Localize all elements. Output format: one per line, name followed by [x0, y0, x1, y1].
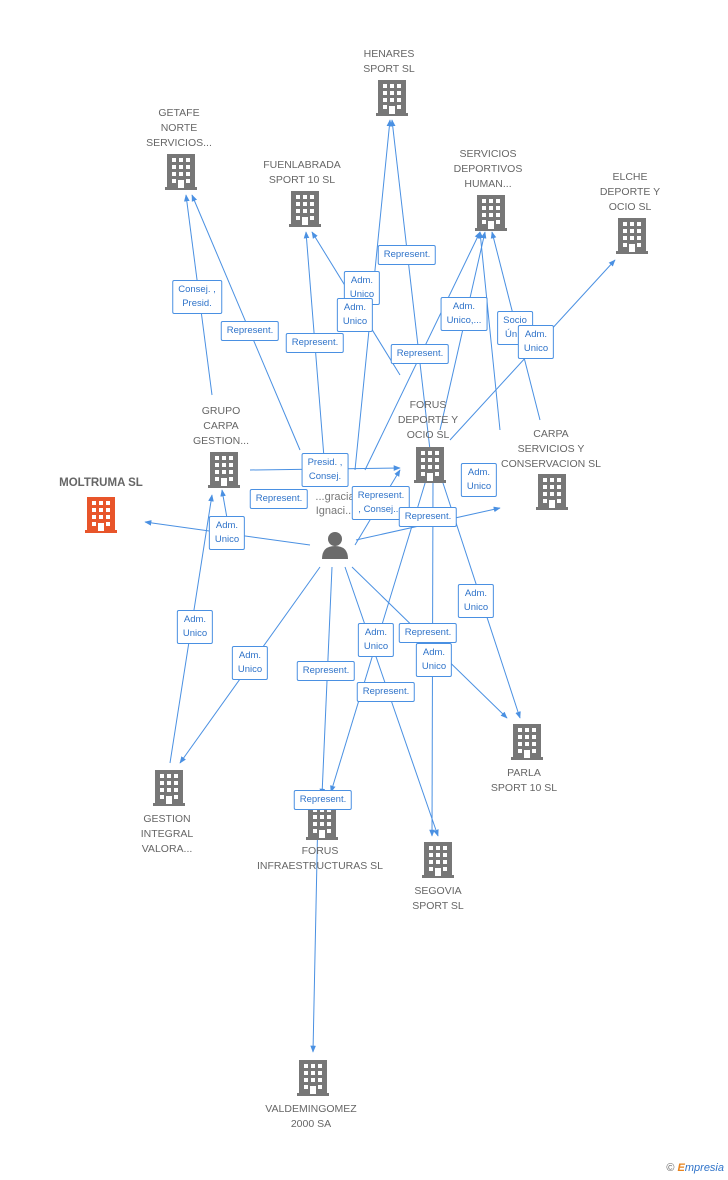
node-layer: [85, 80, 648, 1096]
copyright-symbol: ©: [666, 1162, 675, 1174]
gestion-building-icon[interactable]: [153, 770, 185, 806]
relation-label[interactable]: Represent.: [220, 321, 280, 341]
edge-arrow: [310, 809, 319, 1053]
moltruma-building-icon[interactable]: [85, 497, 117, 533]
relation-label[interactable]: Consej. , Presid.: [172, 280, 222, 314]
getafe-building-icon[interactable]: [165, 154, 197, 190]
relation-label[interactable]: Represent.: [296, 661, 356, 681]
relation-label[interactable]: Presid. , Consej.: [301, 453, 349, 487]
brand-logo-e: E: [677, 1162, 685, 1174]
forus_dep-building-icon[interactable]: [414, 447, 446, 483]
getafe-label[interactable]: GETAFE NORTE SERVICIOS...: [146, 107, 212, 149]
elche-building-icon[interactable]: [616, 218, 648, 254]
relation-label[interactable]: Adm. Unico,...: [440, 297, 488, 331]
valdemingomez-label[interactable]: VALDEMINGOMEZ 2000 SA: [265, 1103, 357, 1130]
relation-label[interactable]: Adm. Unico: [457, 584, 495, 618]
relation-label[interactable]: Adm. Unico: [460, 463, 498, 497]
fuenlabrada-label[interactable]: FUENLABRADA SPORT 10 SL: [263, 159, 341, 186]
edge-arrow: [389, 119, 431, 451]
parla-building-icon[interactable]: [511, 724, 543, 760]
relation-label[interactable]: Adm. Unico: [415, 643, 453, 677]
credit[interactable]: ©Empresia: [666, 1162, 724, 1174]
relation-label[interactable]: Represent.: [356, 682, 416, 702]
brand-logo-text: mpresia: [684, 1162, 724, 1174]
relation-label[interactable]: Represent.: [293, 790, 353, 810]
relation-label[interactable]: Represent.: [377, 245, 437, 265]
gestion-label[interactable]: GESTION INTEGRAL VALORA...: [140, 813, 194, 855]
moltruma-label[interactable]: MOLTRUMA SL: [59, 477, 143, 489]
relation-label[interactable]: Represent.: [390, 344, 450, 364]
relation-label[interactable]: Adm. Unico: [357, 623, 395, 657]
carpa-label[interactable]: CARPA SERVICIOS Y CONSERVACION SL: [501, 428, 601, 470]
person-icon[interactable]: [322, 532, 348, 559]
edge-arrow: [319, 566, 333, 796]
carpa-building-icon[interactable]: [536, 474, 568, 510]
segovia-building-icon[interactable]: [422, 842, 454, 878]
relation-label[interactable]: Represent.: [398, 507, 458, 527]
valdemingomez-building-icon[interactable]: [297, 1060, 329, 1096]
relation-label[interactable]: Adm. Unico: [517, 325, 555, 359]
relation-label[interactable]: Adm. Unico: [231, 646, 269, 680]
henares-label[interactable]: HENARES SPORT SL: [363, 48, 415, 75]
relation-label[interactable]: Represent.: [398, 623, 458, 643]
servicios-label[interactable]: SERVICIOS DEPORTIVOS HUMAN...: [453, 148, 523, 190]
relation-label[interactable]: Represent.: [285, 333, 345, 353]
grupo-building-icon[interactable]: [208, 452, 240, 488]
edge-arrow: [439, 231, 487, 431]
segovia-label[interactable]: SEGOVIA SPORT SL: [412, 885, 464, 912]
parla-label[interactable]: PARLA SPORT 10 SL: [490, 767, 558, 794]
fuenlabrada-building-icon[interactable]: [289, 191, 321, 227]
relation-label[interactable]: Adm. Unico: [208, 516, 246, 550]
edge-arrow: [477, 231, 501, 431]
henares-building-icon[interactable]: [376, 80, 408, 116]
relation-label[interactable]: Adm. Unico: [176, 610, 214, 644]
forus_inf-label[interactable]: FORUS INFRAESTRUCTURAS SL: [256, 845, 384, 872]
person-name-label[interactable]: ...gracia Ignaci...: [315, 491, 355, 517]
relation-label[interactable]: Represent.: [249, 489, 309, 509]
servicios-building-icon[interactable]: [475, 195, 507, 231]
elche-label[interactable]: ELCHE DEPORTE Y OCIO SL: [599, 171, 661, 213]
grupo-label[interactable]: GRUPO CARPA GESTION...: [192, 405, 250, 447]
forus_dep-label[interactable]: FORUS DEPORTE Y OCIO SL: [397, 399, 459, 441]
relation-label[interactable]: Adm. Unico: [336, 298, 374, 332]
